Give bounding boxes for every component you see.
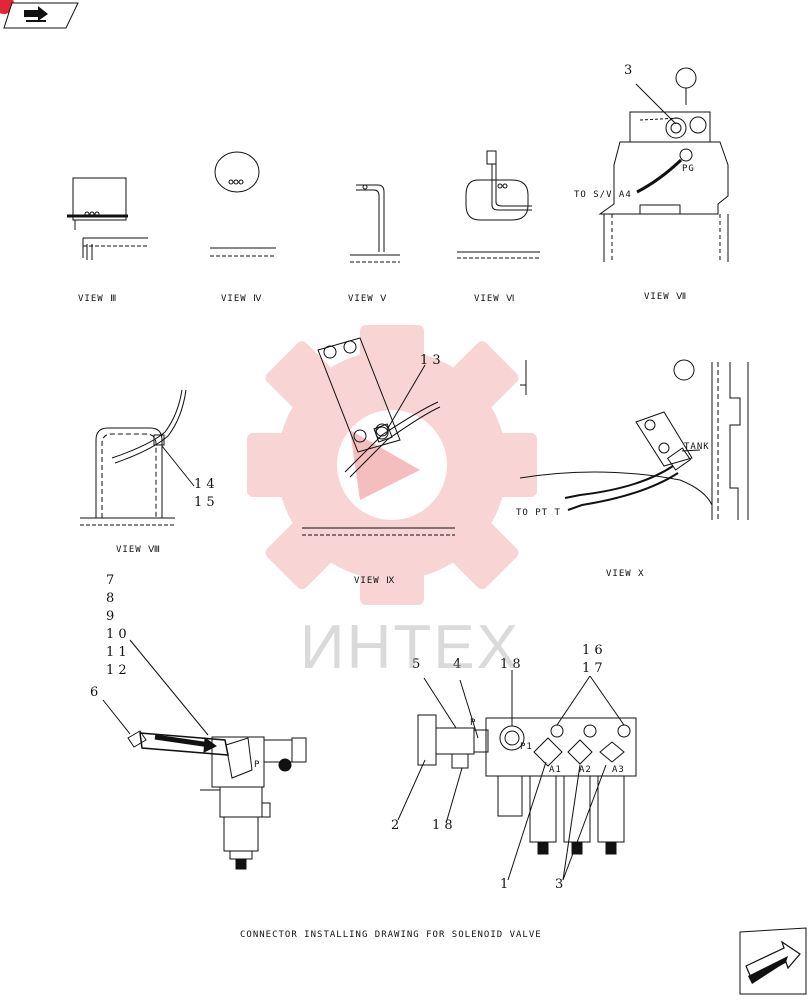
view-6-drawing [457, 150, 540, 259]
callout-3-top: 3 [624, 63, 633, 78]
callout-7-12: 7 8 9 1 0 1 1 1 2 [106, 573, 127, 678]
solenoid-valve-left-assembly [102, 639, 307, 870]
port-a3: A3 [612, 765, 625, 775]
port-a1: A1 [549, 765, 562, 775]
view-5-drawing [350, 184, 400, 263]
callout-18-bottom: 1 8 [432, 818, 453, 833]
view-3-drawing [67, 177, 148, 260]
callout-14-15: 1 4 1 5 [194, 477, 215, 510]
back-nav-button[interactable] [0, 0, 80, 30]
callout-4: 4 [453, 657, 462, 672]
callout-pg: PG [682, 164, 695, 174]
callout-to-sv-a4: TO S/V A4 [574, 190, 632, 200]
view-7-drawing [598, 67, 729, 262]
view-9-label: VIEW Ⅸ [354, 576, 396, 586]
watermark-text: ИНТЕХ [300, 613, 520, 682]
port-a2: A2 [579, 765, 592, 775]
view-8-label: VIEW Ⅷ [116, 545, 161, 555]
callout-6: 6 [90, 685, 99, 700]
port-p-left: P [254, 760, 261, 770]
view-3-label: VIEW Ⅲ [78, 294, 118, 304]
view-5-label: VIEW Ⅴ [348, 294, 388, 304]
solenoid-valve-right-assembly [397, 670, 637, 881]
view-7-label: VIEW Ⅶ [644, 292, 688, 302]
view-4-drawing [210, 151, 276, 257]
view-8-drawing [80, 389, 195, 526]
callout-to-pt-t: TO PT T [516, 508, 561, 518]
callout-18-top: 1 8 [500, 657, 521, 672]
callout-5: 5 [412, 657, 421, 672]
callout-2: 2 [391, 818, 400, 833]
drawing-caption: CONNECTOR INSTALLING DRAWING FOR SOLENOI… [240, 930, 542, 940]
view-10-drawing [519, 359, 749, 520]
view-9-drawing [302, 337, 455, 536]
view-4-label: VIEW Ⅳ [221, 294, 263, 304]
view-10-label: VIEW X [606, 569, 645, 579]
callout-1: 1 [500, 877, 509, 892]
callout-tank: TANK [684, 442, 710, 452]
view-6-label: VIEW Ⅵ [474, 294, 516, 304]
callout-16-17: 1 6 1 7 [582, 643, 603, 676]
back-arrow-icon [0, 0, 79, 29]
port-p1: P1 [520, 742, 533, 752]
forward-arrow-icon [739, 927, 807, 995]
callout-3-bottom: 3 [555, 877, 564, 892]
port-p-right: P [470, 718, 477, 728]
forward-nav-button[interactable] [738, 926, 808, 996]
watermark-gear-icon [247, 325, 537, 605]
callout-13: 1 3 [420, 353, 441, 368]
